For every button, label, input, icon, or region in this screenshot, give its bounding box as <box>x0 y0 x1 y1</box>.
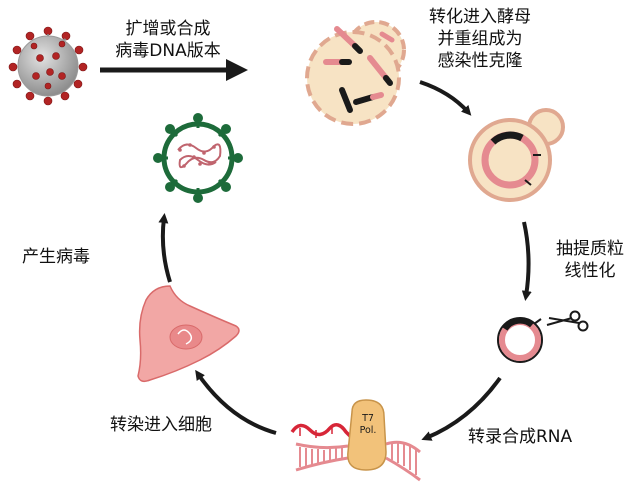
label-extract: 抽提质粒 线性化 <box>550 238 630 282</box>
label-produce: 产生病毒 <box>22 246 90 268</box>
label-transform: 转化进入酵母 并重组成为 感染性克隆 <box>420 6 540 72</box>
t7-label: T7 <box>361 413 374 424</box>
linear-plasmid-icon <box>497 317 543 363</box>
arrow-extract <box>521 221 532 301</box>
label-amplify-line-1: 扩增或合成 <box>125 19 211 39</box>
yeast-plasmid-icon <box>468 108 565 202</box>
new-virus-icon <box>153 113 243 203</box>
label-extract-line-2: 线性化 <box>564 261 616 281</box>
arrow-amplify <box>100 59 248 81</box>
label-transcribe: 转录合成RNA <box>468 426 572 448</box>
arrow-produce <box>158 213 172 283</box>
label-extract-line-1: 抽提质粒 <box>556 239 624 259</box>
label-transfect: 转染进入细胞 <box>110 414 212 436</box>
arrow-transfect <box>195 369 277 435</box>
label-amplify: 扩增或合成 病毒DNA版本 <box>112 18 224 62</box>
label-transform-line-1: 转化进入酵母 <box>429 7 531 27</box>
label-transcribe-line-1: 转录合成RNA <box>468 427 573 447</box>
label-produce-line-1: 产生病毒 <box>22 247 90 267</box>
host-cell-icon <box>137 285 240 383</box>
arrow-transform <box>419 80 472 116</box>
scissors-icon <box>546 310 589 332</box>
t7-polymerase-icon: T7 Pol. <box>290 399 421 482</box>
arrow-transcribe <box>421 376 502 441</box>
label-amplify-line-2: 病毒DNA版本 <box>115 41 221 61</box>
yeast-fragments-icon <box>305 20 406 126</box>
label-transform-line-3: 感染性克隆 <box>437 51 523 71</box>
coronavirus-icon <box>8 26 88 106</box>
label-transform-line-2: 并重组成为 <box>437 29 523 49</box>
pol-label: Pol. <box>360 425 377 436</box>
label-transfect-line-1: 转染进入细胞 <box>110 415 212 435</box>
